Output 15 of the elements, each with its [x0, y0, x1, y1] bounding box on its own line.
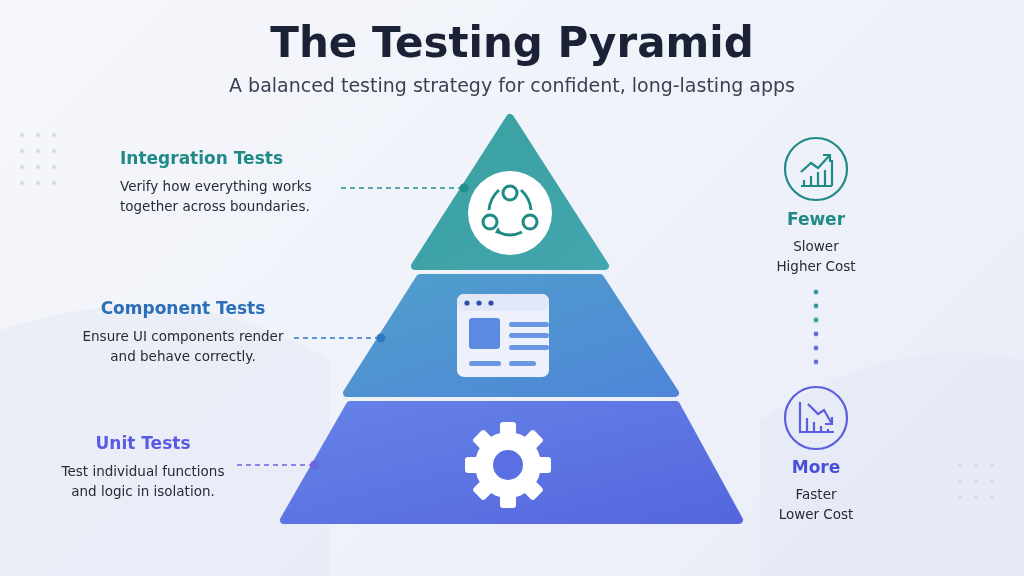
description-text: Test individual functions and logic in isolation.	[60, 462, 226, 501]
description-text: Verify how everything works together across boundaries.	[120, 177, 313, 216]
layer-heading: Integration Tests	[120, 148, 284, 168]
scale-label: More	[790, 457, 842, 477]
leader-line	[293, 333, 386, 343]
scale-description: Slower Higher Cost	[775, 237, 857, 276]
subtitle: A balanced testing strategy for confident, long-lasting apps	[228, 74, 796, 96]
title: The Testing Pyramid	[269, 18, 755, 67]
layer-heading: Component Tests	[99, 298, 267, 318]
description-text: Ensure UI components render and behave correctly.	[81, 327, 285, 366]
leader-line	[340, 183, 469, 193]
layer-heading: Unit Tests	[94, 433, 192, 453]
scale-label: Fewer	[785, 209, 847, 229]
scale-description: Faster Lower Cost	[777, 485, 855, 524]
leader-line	[236, 460, 320, 470]
